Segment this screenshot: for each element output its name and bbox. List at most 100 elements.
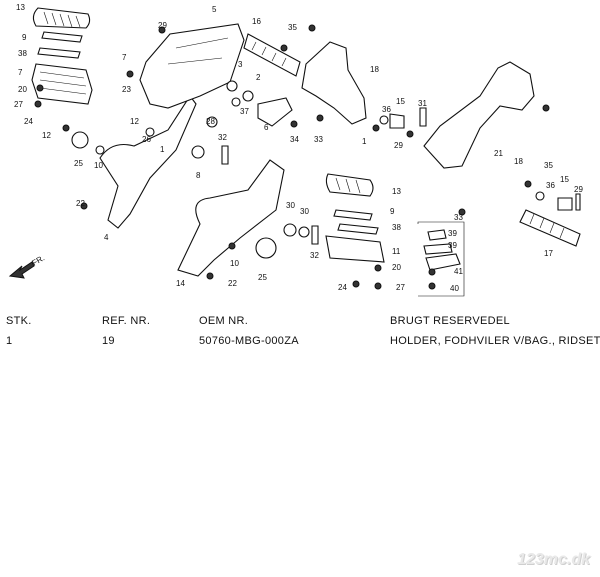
collar-30 [298, 226, 310, 238]
part-label: 36 [546, 181, 555, 190]
header-part-name: BRUGT RESERVEDEL [390, 315, 510, 327]
rider-step-bracket-left [99, 95, 197, 229]
part-label: 9 [22, 33, 27, 42]
part-label: 11 [392, 247, 401, 256]
holder-6 [257, 97, 293, 127]
part-labels: 13 9 38 7 20 27 24 12 25 10 22 4 29 5 23… [14, 3, 583, 293]
part-label: 13 [392, 187, 401, 196]
cell-stk: 1 [6, 335, 13, 347]
bolt-1 [372, 124, 380, 132]
part-label: 38 [392, 223, 401, 232]
cell-oem-nr[interactable]: 50760-MBG-000ZA [199, 335, 299, 347]
pivot-26 [145, 127, 155, 137]
part-label: 27 [14, 100, 23, 109]
part-label: 28 [206, 117, 215, 126]
plate-38 [37, 47, 81, 59]
part-label: 36 [382, 105, 391, 114]
parts-table: STK. REF. NR. OEM NR. BRUGT RESERVEDEL 1… [6, 315, 600, 355]
part-label: 20 [18, 85, 27, 94]
bolt-35 [308, 24, 316, 32]
part-label: 22 [228, 279, 237, 288]
inset-box-19 [417, 221, 465, 297]
part-label: 24 [338, 283, 347, 292]
bolt-10b [228, 242, 236, 250]
spring-31 [419, 107, 427, 127]
part-label: 29 [158, 21, 167, 30]
part-label: 23 [122, 85, 131, 94]
fr-label: FR. [31, 253, 47, 267]
table-row[interactable]: 1 19 50760-MBG-000ZA HOLDER, FODHVILER V… [6, 335, 600, 355]
part-label: 4 [104, 233, 109, 242]
part-label: 14 [176, 279, 185, 288]
part-label: 39 [448, 241, 457, 250]
part-label: 22 [76, 199, 85, 208]
spring-12 [283, 223, 297, 237]
side-cover [139, 23, 245, 109]
plate-38b [337, 223, 379, 235]
cap-15b [557, 197, 573, 211]
part-label: 1 [362, 137, 367, 146]
part-label: 18 [514, 157, 523, 166]
part-label: 6 [264, 123, 269, 132]
bolt-40 [428, 282, 436, 290]
bushing-28 [206, 116, 218, 128]
bolt-27b [374, 282, 382, 290]
passenger-bracket-18 [301, 41, 367, 125]
bolt-20b [374, 264, 382, 272]
bolt-24b [352, 280, 360, 288]
plate-9 [333, 209, 373, 221]
part-label: 30 [286, 201, 295, 210]
header-oem-nr: OEM NR. [199, 315, 249, 327]
part-label: 38 [18, 49, 27, 58]
cap-15 [389, 113, 405, 129]
footpeg-rubber-13 [325, 173, 374, 197]
watermark: 123mc.dk [517, 551, 590, 568]
header-stk: STK. [6, 315, 32, 327]
part-label: 8 [196, 171, 201, 180]
collar-2 [242, 90, 254, 102]
part-label: 37 [240, 107, 249, 116]
part-label: 32 [218, 133, 227, 142]
part-label: 34 [290, 135, 299, 144]
bolt-10 [95, 145, 105, 155]
passenger-footpeg-17 [519, 209, 581, 247]
part-label: 2 [256, 73, 261, 82]
cell-ref-nr: 19 [102, 335, 115, 347]
washer-36b [535, 191, 545, 201]
part-label: 1 [160, 145, 165, 154]
pad-39 [423, 243, 453, 255]
part-label: 40 [450, 284, 459, 293]
table-header-row: STK. REF. NR. OEM NR. BRUGT RESERVEDEL [6, 315, 594, 335]
part-label: 13 [16, 3, 25, 12]
washer-plate [41, 31, 83, 43]
bolt-27 [34, 100, 42, 108]
part-label: 18 [370, 65, 379, 74]
bolt-20 [36, 84, 44, 92]
spring-25 [71, 131, 89, 149]
cell-part-name: HOLDER, FODHVILER V/BAG., RIDSET [390, 335, 600, 347]
part-label: 15 [396, 97, 405, 106]
part-label: 12 [42, 131, 51, 140]
part-label: 10 [94, 161, 103, 170]
exploded-parts-diagram: FR. 13 9 38 7 20 27 24 12 25 10 22 4 29 … [8, 3, 583, 297]
left-footpeg-body [31, 63, 93, 105]
part-label: 3 [238, 60, 243, 69]
part-label: 25 [258, 273, 267, 282]
part-label: 9 [390, 207, 395, 216]
pin-32b [311, 225, 319, 245]
body-37 [425, 253, 461, 271]
part-label: 17 [544, 249, 553, 258]
part-label: 5 [212, 5, 217, 14]
part-label: 24 [24, 117, 33, 126]
washer-36 [379, 115, 389, 125]
part-label: 30 [300, 207, 309, 216]
part-label: 35 [544, 161, 553, 170]
pin-32 [221, 145, 229, 165]
bolt-33b [458, 208, 466, 216]
bolt-24 [62, 124, 70, 132]
disc-25 [255, 237, 277, 259]
part-label: 27 [396, 283, 405, 292]
part-label: 35 [288, 23, 297, 32]
rider-step-bracket-14 [177, 159, 285, 277]
bolt-35c [542, 104, 550, 112]
